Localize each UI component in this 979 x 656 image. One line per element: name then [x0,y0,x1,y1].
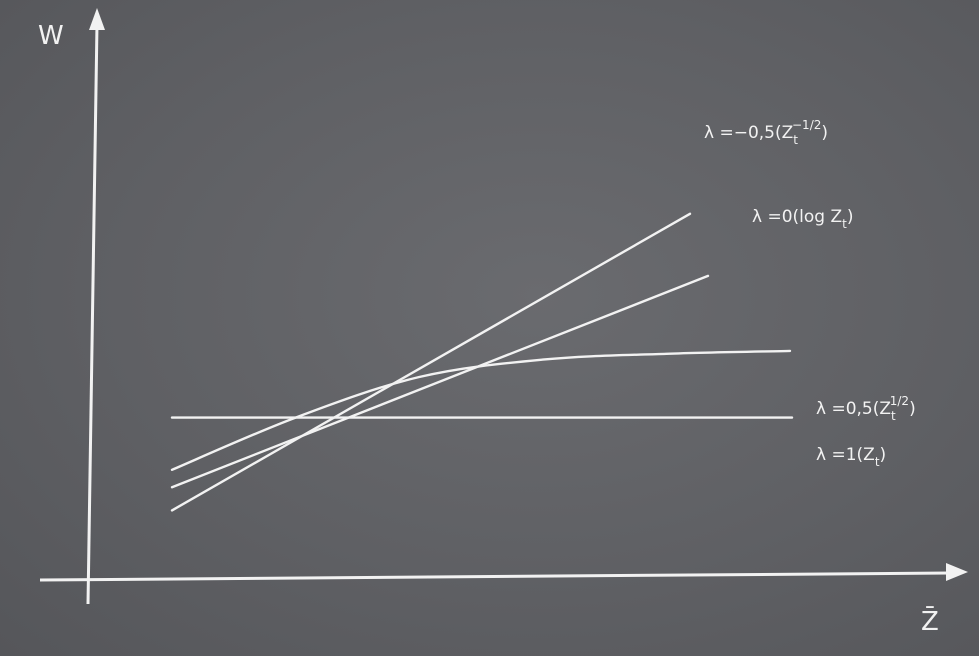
x-axis-arrow [946,563,968,581]
x-axis-label: Z̄ [921,605,939,637]
y-axis-arrow [89,8,105,30]
series-label-3: λ =0,5(Zt1/2) [816,394,916,423]
y-axis [86,23,99,605]
y-axis-label: W [38,21,64,51]
series-line-3 [170,349,792,471]
series-label-2: λ =0(log Zt) [752,207,853,231]
x-axis [39,571,951,582]
series-line-2 [170,274,710,489]
series-label-1: λ =−0,5(Zt−1/2) [704,118,828,147]
series-layer [170,212,794,512]
series-label-layer: λ =−0,5(Zt−1/2) λ =0(log Zt) λ =0,5(Zt1/2)… [704,118,916,469]
series-label-4: λ =1(Zt) [816,445,886,469]
series-line-1 [170,212,692,512]
